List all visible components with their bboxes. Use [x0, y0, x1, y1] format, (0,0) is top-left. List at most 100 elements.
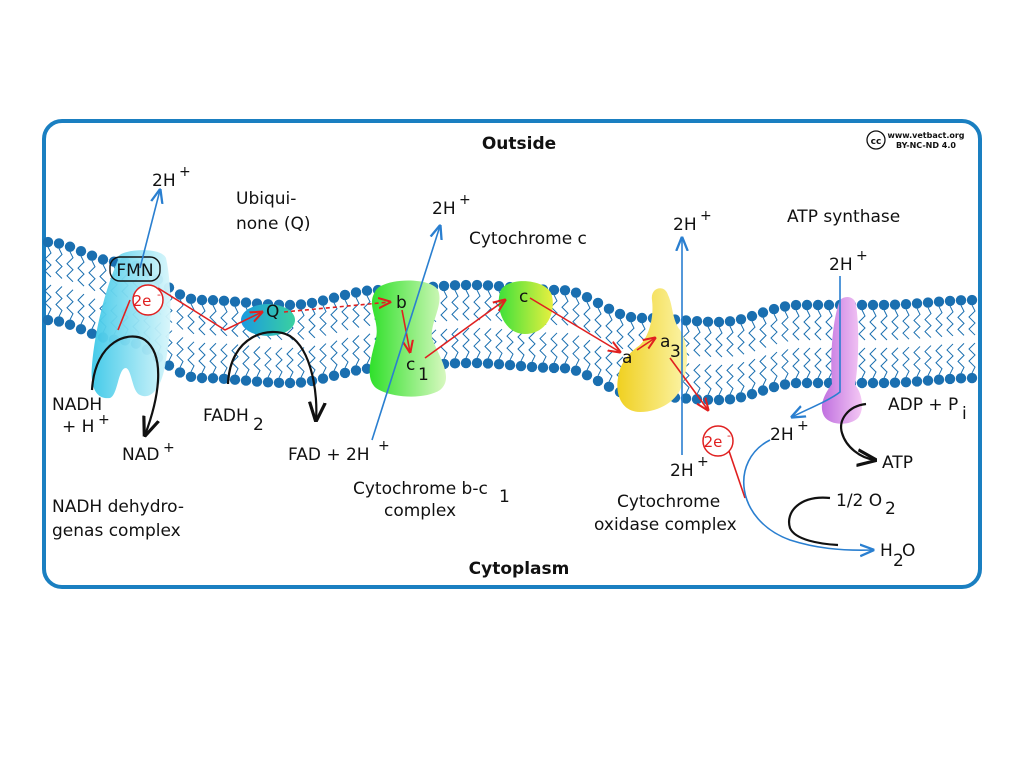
lipid-head [823, 299, 835, 311]
lipid-head [812, 299, 824, 311]
lipid-head [603, 381, 615, 393]
lipid-head [801, 299, 813, 311]
lipid-tail [814, 309, 822, 379]
complex-IV-name-line2: oxidase complex [594, 515, 737, 535]
lipid-head [42, 236, 54, 248]
lipid-head [317, 295, 329, 306]
lipid-head [471, 279, 483, 291]
complex-I-name-line2: genas complex [52, 521, 181, 541]
lipid-head [625, 311, 637, 323]
lipid-tail [605, 313, 613, 383]
lipid-head [922, 297, 934, 308]
fad-sup: + [378, 438, 390, 454]
lipid-head [97, 254, 109, 265]
adp-sub: i [962, 404, 967, 424]
lipid-head [361, 363, 373, 374]
lipid-head [174, 367, 186, 378]
cyt-c1-sub: 1 [418, 365, 429, 385]
atp-synthase-proton-bottom-sup: + [797, 418, 809, 434]
atp-synthase-shape [821, 297, 862, 424]
atp-synthase-proton-top: 2H [829, 255, 853, 275]
lipid-head [482, 280, 494, 291]
complex-I-electrons: 2e [133, 292, 152, 310]
lipid-head [328, 292, 340, 303]
lipid-tail [693, 326, 701, 395]
lipid-head [933, 374, 945, 385]
cyt-a3-label: a [660, 332, 670, 352]
lipid-tail [209, 305, 217, 374]
adp-label: ADP + P [888, 395, 958, 415]
lipid-head [614, 308, 626, 320]
lipid-tail [187, 303, 195, 373]
lipid-head [713, 316, 725, 328]
atp-label: ATP [882, 453, 913, 473]
lipid-head [746, 388, 758, 400]
lipid-tail [913, 308, 921, 377]
half-o2-sub: 2 [885, 499, 896, 519]
outside-label: Outside [482, 134, 556, 154]
lipid-tail [231, 306, 239, 375]
lipid-head [922, 375, 934, 386]
lipid-head [724, 394, 736, 405]
lipid-head [944, 295, 956, 307]
water-o: O [902, 541, 915, 561]
lipid-head [768, 381, 780, 393]
lipid-head [867, 299, 879, 311]
lipid-head [856, 377, 868, 389]
lipid-tail [869, 309, 877, 379]
lipid-tail [484, 290, 492, 359]
fmn-label: FMN [116, 261, 153, 281]
lipid-tail [803, 309, 811, 379]
nad-label: NAD [122, 445, 159, 465]
proton-flow-arrows [139, 190, 873, 550]
lipid-head [218, 295, 230, 307]
lipid-tail [198, 304, 206, 374]
cyt-b-label: b [396, 293, 407, 313]
lipid-head [460, 357, 472, 369]
lipid-tail [550, 294, 558, 364]
lipid-head [86, 328, 98, 339]
lipid-tail [902, 308, 910, 378]
cyt-a-label: a [622, 348, 632, 368]
lipid-head [449, 280, 461, 291]
lipid-head [284, 299, 296, 311]
lipid-head [592, 297, 604, 309]
cytochrome-c-shape [498, 281, 553, 334]
lipid-tail [473, 289, 481, 359]
lipid-head [735, 392, 747, 403]
lipid-head [537, 362, 549, 373]
lipid-head [691, 316, 703, 327]
lipid-head [680, 393, 692, 404]
lipid-head [493, 280, 505, 292]
lipid-head [889, 377, 901, 388]
lipid-head [779, 379, 791, 390]
lipid-head [801, 377, 813, 389]
complex-IV-electron-circle [702, 425, 734, 457]
lipid-tail [968, 304, 976, 374]
complex-IV-electrons: 2e [704, 433, 723, 451]
lipid-head [515, 360, 527, 372]
lipid-head [75, 323, 87, 335]
lipid-head [812, 377, 824, 389]
lipid-head [64, 319, 76, 330]
lipid-tail [726, 326, 734, 395]
complex-IV-proton-out: 2H [673, 215, 697, 235]
lipid-head [746, 310, 758, 322]
lipid-head [713, 394, 725, 406]
complex-I-electron-circle [132, 284, 164, 316]
lipid-tail [176, 299, 184, 368]
lipid-head [504, 359, 516, 371]
cc-mark: cc [871, 137, 882, 147]
lipid-head [339, 367, 351, 379]
atp-synthase-proton-top-sup: + [856, 248, 868, 264]
lipid-head [559, 363, 571, 374]
complex-IV-proton-in-sup: + [697, 454, 709, 470]
lipid-head [174, 289, 186, 300]
lipid-head [768, 303, 780, 315]
lipid-head [185, 293, 197, 305]
lipid-tail [352, 297, 360, 366]
lipid-tail [957, 305, 965, 374]
lipid-tail [583, 301, 591, 371]
lipid-head [240, 375, 252, 386]
